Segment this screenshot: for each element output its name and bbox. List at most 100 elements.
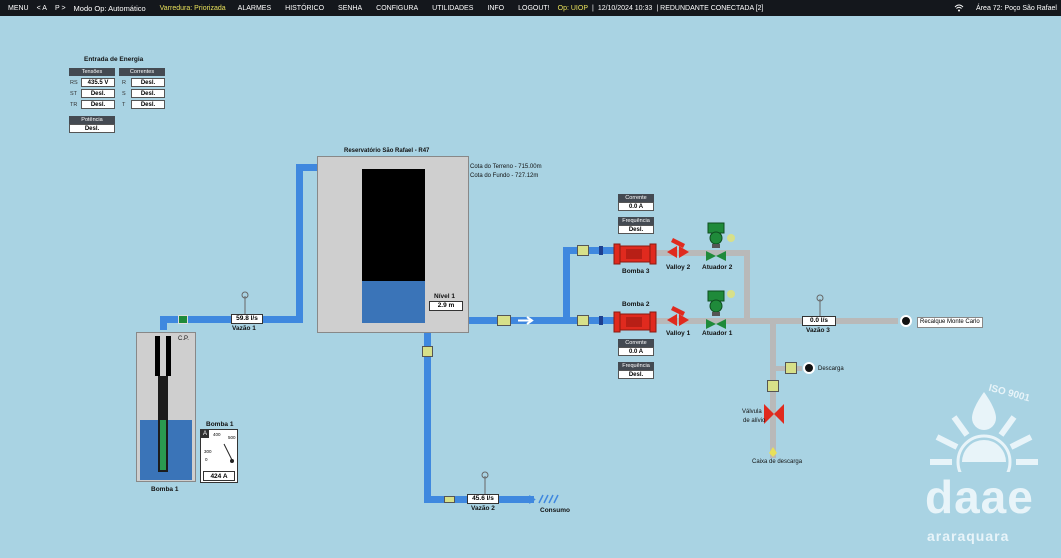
pump2-frequency: Desl. [618,370,654,379]
flow2-label: Vazão 2 [471,505,495,512]
ammeter-unit: A [201,430,209,438]
logout-button[interactable]: LOGOUT! [518,4,550,12]
actuator2-icon[interactable] [704,221,728,263]
valve-icon[interactable] [577,245,589,256]
valve-icon[interactable] [444,496,455,503]
flow-direction-arrow [520,495,536,504]
actuator1-icon[interactable] [704,289,728,331]
current-value: Desl. [131,89,165,98]
discharge-box-label: Caixa de descarga [752,459,803,465]
daae-logo-subtext: araraquara [927,528,1010,544]
pump3-frequency-panel: Frequência Desl. [618,217,654,234]
pump2-current-panel: Corrente 0.0 A [618,339,654,356]
flow-transmitter-icon [241,291,249,316]
well-label: C.P. [178,336,189,342]
separator: | [656,4,659,12]
ammeter-tick: 300 [204,449,212,454]
valve-icon[interactable] [422,346,433,357]
ammeter-tick: 400 [213,432,221,437]
flow-transmitter-icon [481,471,489,496]
scan-mode: Varredura: Priorizada [159,4,226,12]
pump3-current: 0.0 A [618,202,654,211]
daae-logo-text: daae [925,471,1034,523]
current-value: Desl. [131,100,165,109]
menu-button[interactable]: MENU [8,4,29,12]
pipe-segment [296,164,320,171]
recalque-label: Recalque Monte Carlo [917,317,983,328]
valve-icon[interactable] [577,315,589,326]
actuator2-label: Atuador 2 [702,264,733,271]
current-value: Desl. [131,78,165,87]
power-header: Potência [69,116,115,124]
valve-icon[interactable] [785,362,797,374]
valloy2-valve-icon[interactable] [665,234,691,262]
ammeter-tick: 0 [205,457,208,462]
phase-label: S [122,91,126,97]
bottom-elevation: Cota do Fundo - 727.12m [470,173,539,179]
relief-valve-label-2: de alívio [743,418,766,424]
pump3-icon[interactable] [612,241,658,267]
phase-label: RS [70,80,78,86]
pump2-frequency-header: Frequência [618,362,654,370]
connection-status: REDUNDANTE CONECTADA [2] [660,4,764,12]
voltage-value: Desl. [81,89,115,98]
pipe-segment [424,333,431,503]
flow3-label: Vazão 3 [806,327,830,334]
pipe-segment [563,247,570,324]
pump3-label: Bomba 3 [622,268,650,275]
energy-panel-title: Entrada de Energia [84,56,144,63]
power-value: Desl. [69,124,115,133]
pipe-segment [563,247,618,254]
operator: Op: UIOP [557,4,588,12]
history-button[interactable]: HISTÓRICO [285,4,325,12]
top-menu-bar: MENU < A P > Modo Op: Automático Varredu… [0,0,1061,16]
gray-pipe-segment [744,250,750,323]
gray-pipe-segment [656,250,750,256]
password-button[interactable]: SENHA [338,4,363,12]
config-button[interactable]: CONFIGURA [376,4,419,12]
daae-sun-logo-icon [930,392,1038,472]
valve-icon[interactable] [497,315,511,326]
separator: | [591,4,594,12]
area-title: Área 72: Poço São Rafael [976,4,1057,12]
gray-pipe-segment [656,318,898,324]
phase-label: TR [70,102,78,108]
phase-label: ST [70,91,78,97]
terrain-elevation: Cota do Terreno - 715.00m [470,164,542,170]
outlet-point-icon [769,447,777,457]
well-column [166,336,171,376]
valve-icon[interactable] [767,380,779,392]
pump2-icon[interactable] [612,309,658,335]
pump2-label: Bomba 2 [622,301,650,308]
level-value: 2.9 m [429,301,463,311]
pump2-current: 0.0 A [618,347,654,356]
discharge-label: Descarga [818,366,844,372]
valloy2-label: Valloy 2 [666,264,691,271]
pipe-segment [296,164,303,323]
relief-valve-icon[interactable] [760,400,788,428]
check-valve-icon [599,316,603,325]
flow-transmitter-icon [816,294,824,319]
info-button[interactable]: INFO [487,4,505,12]
ammeter-needle [223,443,234,463]
current-header: Correntes [119,68,165,76]
nav-next-button[interactable]: P > [54,4,66,12]
outlet-icon [803,362,815,374]
submersible-pump [160,420,166,470]
flow3-value: 0.0 l/s [802,316,836,326]
pump1-ammeter: A 400 500 300 0 424 A [200,429,238,483]
power-panel: Potência Desl. [69,116,115,133]
pump3-current-header: Corrente [618,194,654,202]
voltage-value: Desl. [81,100,115,109]
pump3-current-panel: Corrente 0.0 A [618,194,654,211]
nav-prev-button[interactable]: < A [36,4,47,12]
reservoir-level-fill [362,281,425,323]
alarms-button[interactable]: ALARMES [237,4,272,12]
utilities-button[interactable]: UTILIDADES [432,4,474,12]
current-panel: Correntes [119,68,165,76]
actuator-status-icon [727,234,735,242]
datetime: 12/10/2024 10:33 [597,4,653,12]
pump3-frequency: Desl. [618,225,654,234]
valloy1-valve-icon[interactable] [665,302,691,330]
valloy1-label: Valloy 1 [666,330,691,337]
